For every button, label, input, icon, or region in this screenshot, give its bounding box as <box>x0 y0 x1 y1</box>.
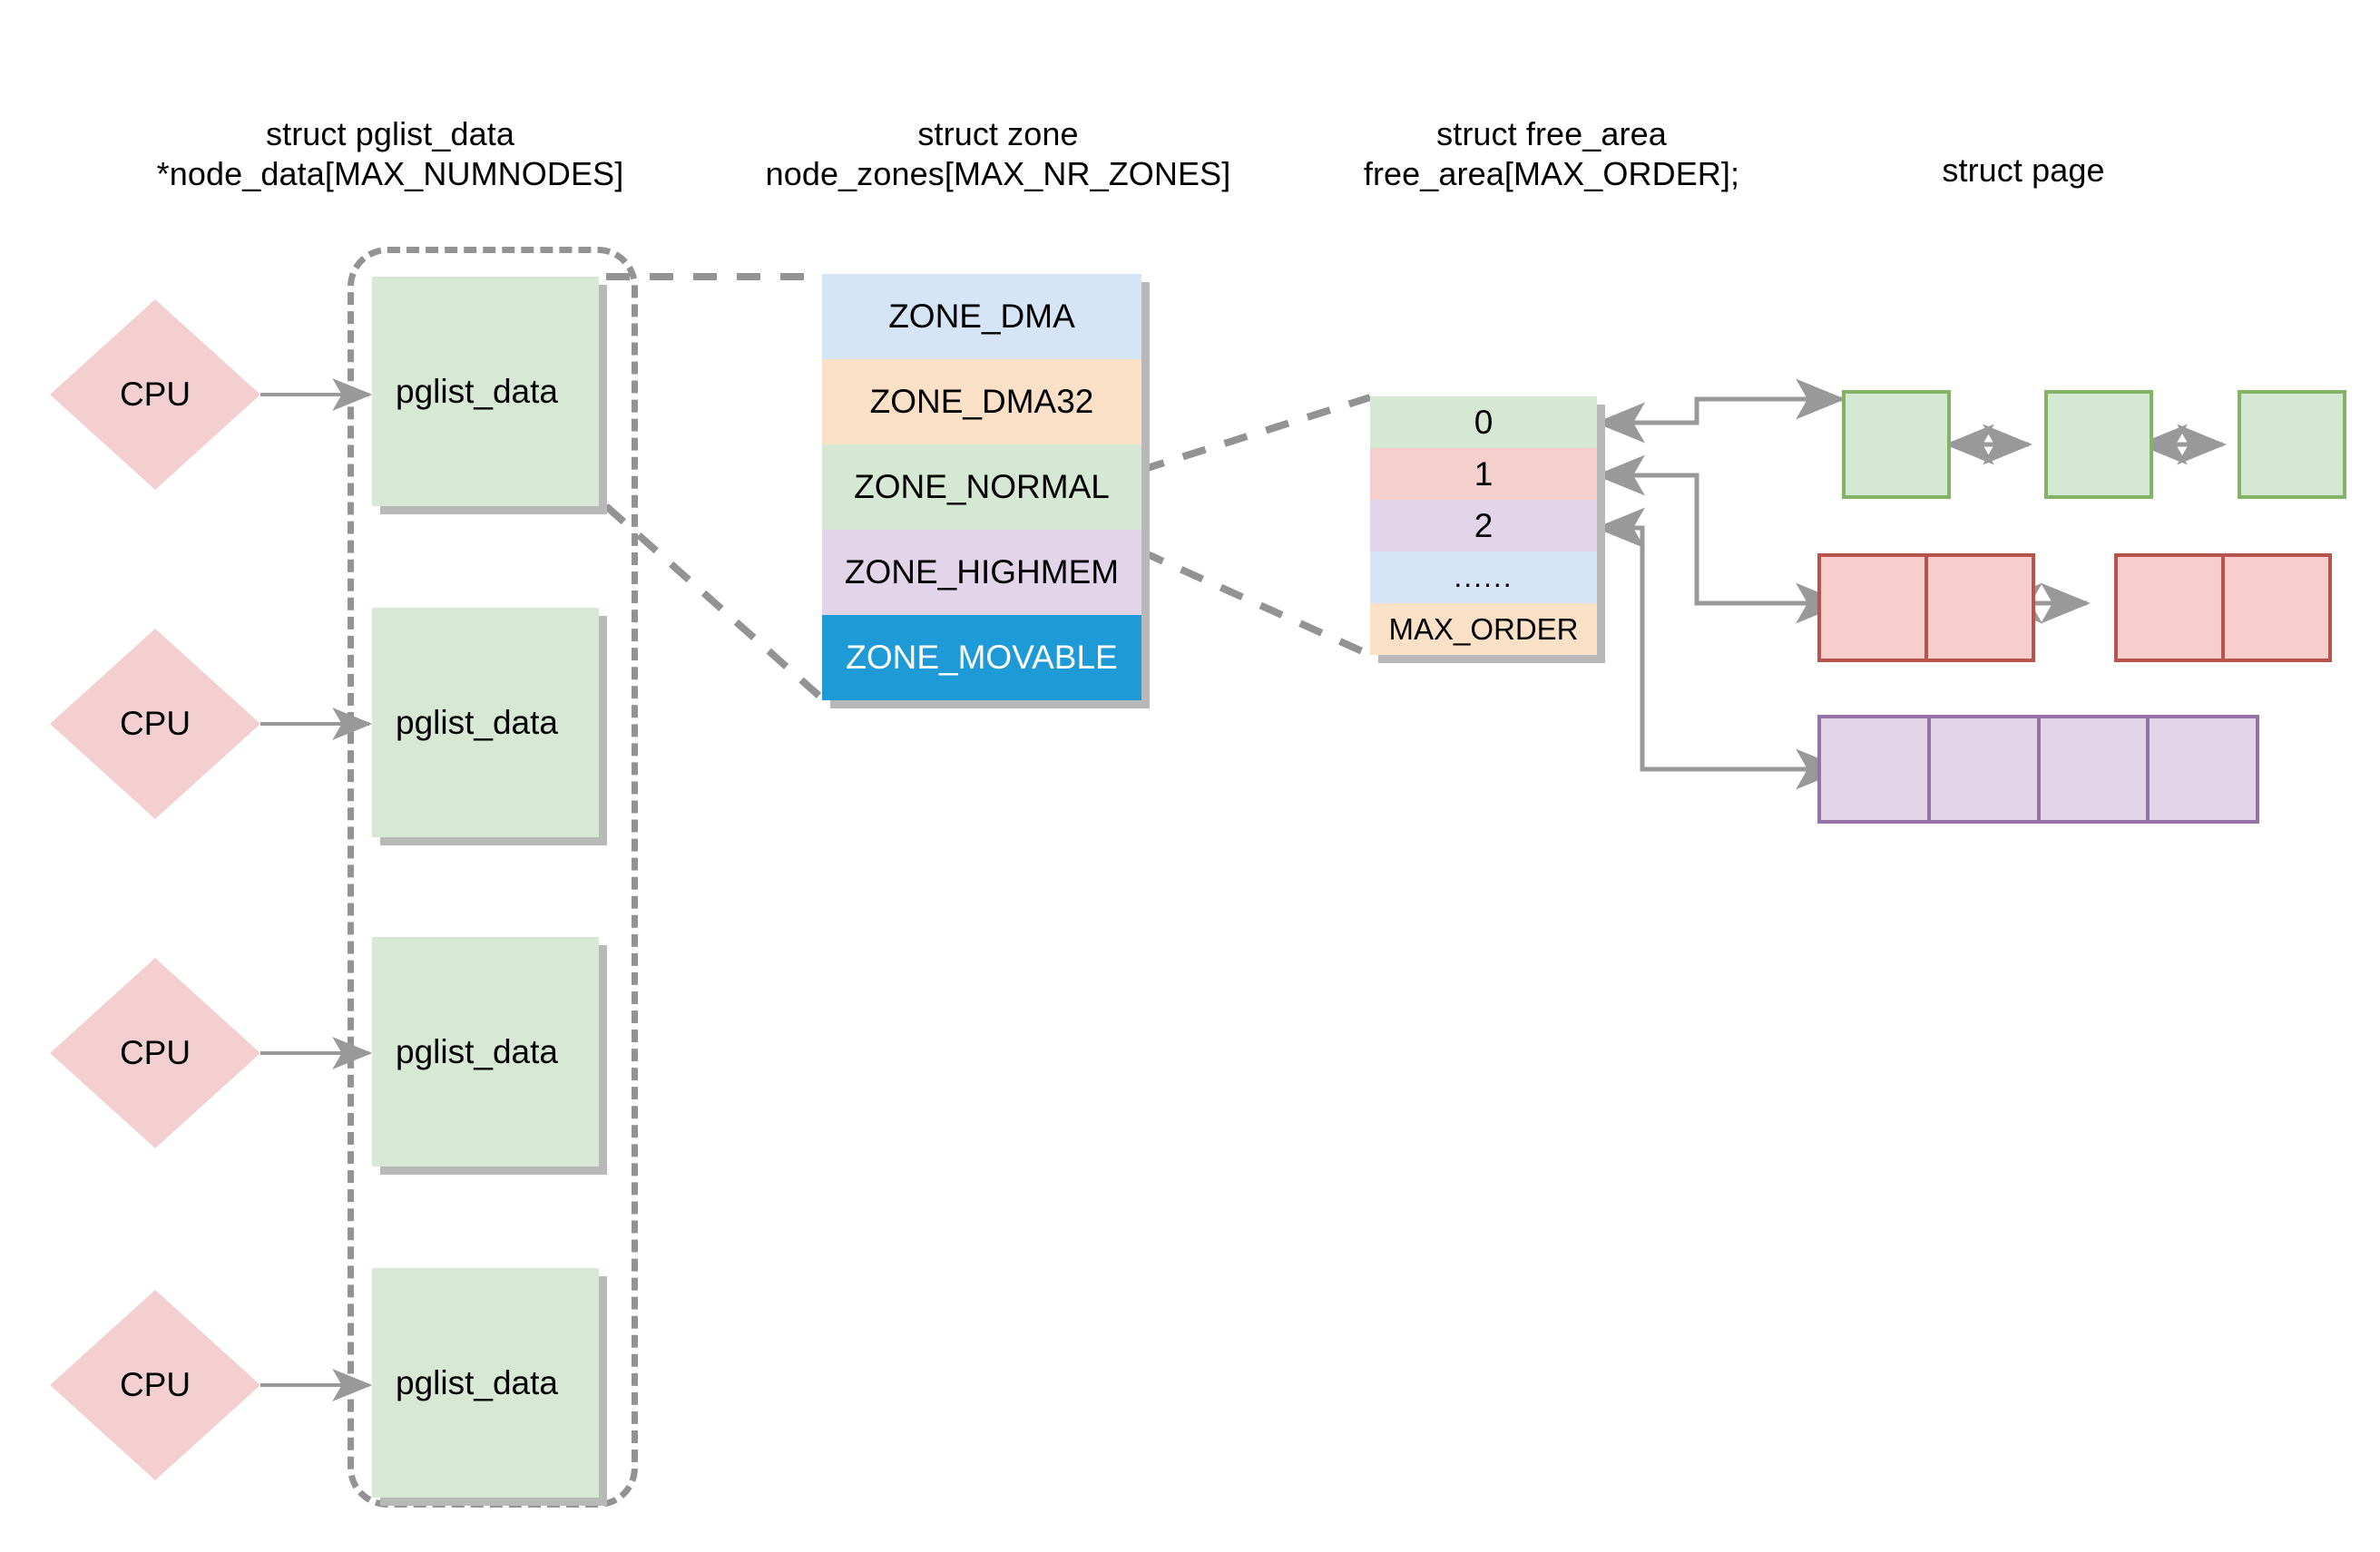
free-area-row-ellipsis[interactable]: ...... <box>1370 551 1597 603</box>
page-header: struct page <box>1942 151 2105 189</box>
page-cell[interactable] <box>2225 557 2328 659</box>
zone-row-label: ZONE_DMA32 <box>869 383 1094 420</box>
free-area-row-1[interactable]: 1 <box>1370 448 1597 500</box>
page-cell[interactable] <box>1928 557 2032 659</box>
page-cell[interactable] <box>2150 718 2256 820</box>
page-block-order1[interactable] <box>1817 553 2035 662</box>
free-area-stack: 0 1 2 ...... MAX_ORDER <box>1370 396 1597 655</box>
pglist-data-node[interactable]: pglist_data <box>372 1268 599 1498</box>
pglist-data-node[interactable]: pglist_data <box>372 277 599 506</box>
cpu-node[interactable]: CPU <box>50 1290 269 1489</box>
page-block-order0[interactable] <box>1842 390 1951 499</box>
page-cell[interactable] <box>2118 557 2225 659</box>
free-area-row-label: ...... <box>1454 561 1513 593</box>
cpu-label: CPU <box>119 1366 191 1403</box>
pglist-data-label: pglist_data <box>396 1363 558 1401</box>
page-cell[interactable] <box>1931 718 2041 820</box>
page-cell[interactable] <box>2048 394 2150 495</box>
zone-row-label: ZONE_DMA <box>888 298 1075 335</box>
cpu-label: CPU <box>119 1034 191 1071</box>
zone-row-highmem[interactable]: ZONE_HIGHMEM <box>822 530 1141 615</box>
cpu-label: CPU <box>119 376 191 413</box>
page-cell[interactable] <box>2241 394 2343 495</box>
free-area-row-label: 1 <box>1474 454 1494 493</box>
free-area-row-label: MAX_ORDER <box>1388 611 1579 646</box>
zone-row-label: ZONE_MOVABLE <box>846 639 1118 676</box>
pglist-data-label: pglist_data <box>396 1032 558 1070</box>
page-cell[interactable] <box>1821 557 1928 659</box>
zone-row-label: ZONE_NORMAL <box>854 468 1110 505</box>
page-block-order2[interactable] <box>1817 715 2259 824</box>
page-cell[interactable] <box>1821 718 1931 820</box>
page-cell[interactable] <box>2041 718 2150 820</box>
zone-stack: ZONE_DMA ZONE_DMA32 ZONE_NORMAL ZONE_HIG… <box>822 274 1141 700</box>
page-block-order0[interactable] <box>2238 390 2346 499</box>
pglist-data-label: pglist_data <box>396 703 558 741</box>
cpu-node[interactable]: CPU <box>50 958 269 1157</box>
zone-row-label: ZONE_HIGHMEM <box>844 553 1120 591</box>
zone-header: struct zone node_zones[MAX_NR_ZONES] <box>765 115 1231 192</box>
pglist-data-label: pglist_data <box>396 372 558 410</box>
zone-row-normal[interactable]: ZONE_NORMAL <box>822 444 1141 530</box>
cpu-node[interactable]: CPU <box>50 629 269 827</box>
page-block-order1[interactable] <box>2114 553 2332 662</box>
page-block-order0[interactable] <box>2044 390 2153 499</box>
cpu-label: CPU <box>119 705 191 742</box>
zone-row-movable[interactable]: ZONE_MOVABLE <box>822 615 1141 700</box>
zone-row-dma[interactable]: ZONE_DMA <box>822 274 1141 359</box>
free-area-row-label: 0 <box>1474 403 1494 441</box>
free-area-row-0[interactable]: 0 <box>1370 396 1597 448</box>
free-area-row-label: 2 <box>1474 506 1494 544</box>
free-area-row-2[interactable]: 2 <box>1370 500 1597 551</box>
page-cell[interactable] <box>1846 394 1947 495</box>
cpu-node[interactable]: CPU <box>50 299 269 498</box>
pglist-data-header: struct pglist_data *node_data[MAX_NUMNOD… <box>156 115 624 192</box>
node-data-array-group <box>348 247 638 1508</box>
free-area-row-max-order[interactable]: MAX_ORDER <box>1370 603 1597 655</box>
pglist-data-node[interactable]: pglist_data <box>372 937 599 1166</box>
free-area-header: struct free_area free_area[MAX_ORDER]; <box>1363 115 1740 192</box>
zone-row-dma32[interactable]: ZONE_DMA32 <box>822 359 1141 444</box>
pglist-data-node[interactable]: pglist_data <box>372 608 599 837</box>
